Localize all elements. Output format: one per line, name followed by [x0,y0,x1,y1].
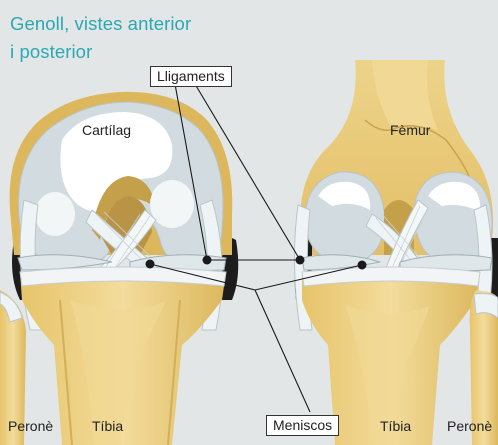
label-femur: Fèmur [390,122,430,139]
meniscus-marker-left [146,260,155,269]
label-tibia-left: Tíbia [92,418,123,435]
anterior-knee [0,92,238,445]
meniscus-marker-right [358,261,367,270]
posterior-knee [294,60,498,445]
label-fibula-right: Peronè [447,418,492,435]
label-ligaments: Lligaments [150,66,232,87]
label-tibia-right: Tíbia [380,418,411,435]
diagram-title: Genoll, vistes anterior i posterior [10,10,191,66]
ligament-marker-right [296,256,305,265]
title-line-2: i posterior [10,38,191,66]
label-menisci: Meniscos [266,415,339,436]
label-fibula-left: Peronè [8,418,53,435]
ligament-marker-left [203,256,212,265]
title-line-1: Genoll, vistes anterior [10,10,191,38]
label-cartilage: Cartílag [82,122,131,139]
